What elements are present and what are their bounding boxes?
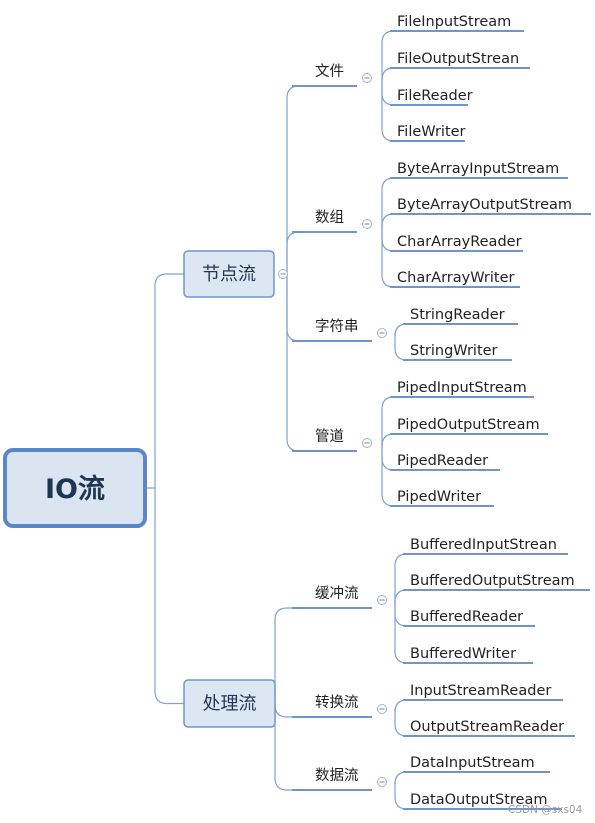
connector-leaf-filewriter [381, 78, 395, 142]
leaf-pipedinputstream: PipedInputStream [397, 380, 527, 396]
leaf-outputstreamreader: OutputStreamReader [410, 719, 564, 735]
leaf-bytearrayinputstream: ByteArrayInputStream [397, 161, 559, 177]
connector-leaf-bytearrayoutputstream [381, 213, 395, 227]
leaf-chararrayreader: CharArrayReader [397, 234, 522, 250]
connector-leaf-pipedoutputstream [381, 433, 395, 447]
connector-leaf-fileoutputstrean [381, 67, 395, 81]
leaf-bufferedreader: BufferedReader [410, 609, 523, 625]
leaf-pipedwriter: PipedWriter [397, 489, 481, 505]
connector-leaf-chararrayreader [381, 224, 395, 252]
leaf-filereader: FileReader [397, 88, 473, 104]
leaf-pipedreader: PipedReader [397, 453, 488, 469]
leaf-filewriter: FileWriter [397, 124, 466, 140]
connector-group-node-stream-0 [286, 85, 300, 274]
group-processing-stream-2-label: 数据流 [315, 767, 359, 784]
watermark: CSDN @sxs04 [508, 804, 583, 816]
group-node-stream-2-label: 字符串 [315, 318, 359, 335]
connector-leaf-bytearrayinputstream [381, 177, 395, 224]
branch-node-node-stream [183, 250, 275, 298]
connector-leaf-bufferedoutputstream [394, 589, 408, 603]
group-processing-stream-0-label: 缓冲流 [315, 585, 359, 602]
connector-group-processing-stream-1 [274, 703, 292, 718]
connector-leaf-stringwriter [394, 333, 408, 361]
leaf-bufferedwriter: BufferedWriter [410, 646, 516, 662]
leaf-pipedoutputstream: PipedOutputStream [397, 417, 540, 433]
leaf-datainputstream: DataInputStream [410, 755, 535, 771]
connector-leaf-inputstreamreader [394, 699, 408, 713]
group-processing-stream-1-label: 转换流 [315, 694, 359, 711]
branch-label-node-stream: 节点流 [202, 264, 256, 285]
branch-connector-processing-stream [154, 488, 184, 705]
leaf-fileinputstream: FileInputStream [397, 14, 511, 30]
connector-leaf-dataoutputstream [394, 782, 408, 810]
root-label: IO流 [45, 474, 105, 505]
connector-leaf-chararraywriter [381, 224, 395, 288]
connector-group-node-stream-2 [286, 274, 300, 342]
mindmap-nodes: IO流 节点流 文件 FileInputStreamFileOutputStreanF… [3, 14, 591, 810]
connector-leaf-bufferedinputstrean [394, 553, 408, 600]
group-node-stream-1-label: 数组 [315, 209, 344, 226]
connector-leaf-outputstreamreader [394, 709, 408, 737]
connector-leaf-bufferedreader [394, 600, 408, 627]
connector-leaf-pipedreader [381, 443, 395, 471]
leaf-bufferedoutputstream: BufferedOutputStream [410, 573, 575, 589]
root-node [3, 448, 147, 528]
leaf-bufferedinputstrean: BufferedInputStrean [410, 537, 557, 553]
leaf-stringreader: StringReader [410, 307, 505, 323]
connector-leaf-stringreader [394, 323, 408, 337]
leaf-bytearrayoutputstream: ByteArrayOutputStream [397, 197, 572, 213]
connector-group-node-stream-3 [286, 274, 300, 452]
branch-connector-node-stream [154, 273, 184, 488]
branch-node-processing-stream [183, 679, 276, 728]
connector-leaf-pipedinputstream [381, 396, 395, 443]
branch-label-processing-stream: 处理流 [203, 694, 257, 715]
connector-group-processing-stream-0 [274, 607, 292, 704]
leaf-dataoutputstream: DataOutputStream [410, 792, 547, 808]
leaf-stringwriter: StringWriter [410, 343, 498, 359]
connector-leaf-pipedwriter [381, 443, 395, 507]
leaf-chararraywriter: CharArrayWriter [397, 270, 514, 286]
connector-leaf-fileinputstream [381, 30, 395, 78]
leaf-inputstreamreader: InputStreamReader [410, 683, 551, 699]
group-node-stream-3-label: 管道 [315, 428, 344, 445]
group-node-stream-0-label: 文件 [315, 63, 344, 80]
leaf-fileoutputstrean: FileOutputStrean [397, 51, 519, 67]
connector-leaf-bufferedwriter [394, 600, 408, 664]
connector-group-node-stream-1 [286, 231, 300, 274]
connector-group-processing-stream-2 [274, 703, 292, 791]
connector-leaf-filereader [381, 78, 395, 106]
connector-leaf-datainputstream [394, 771, 408, 785]
